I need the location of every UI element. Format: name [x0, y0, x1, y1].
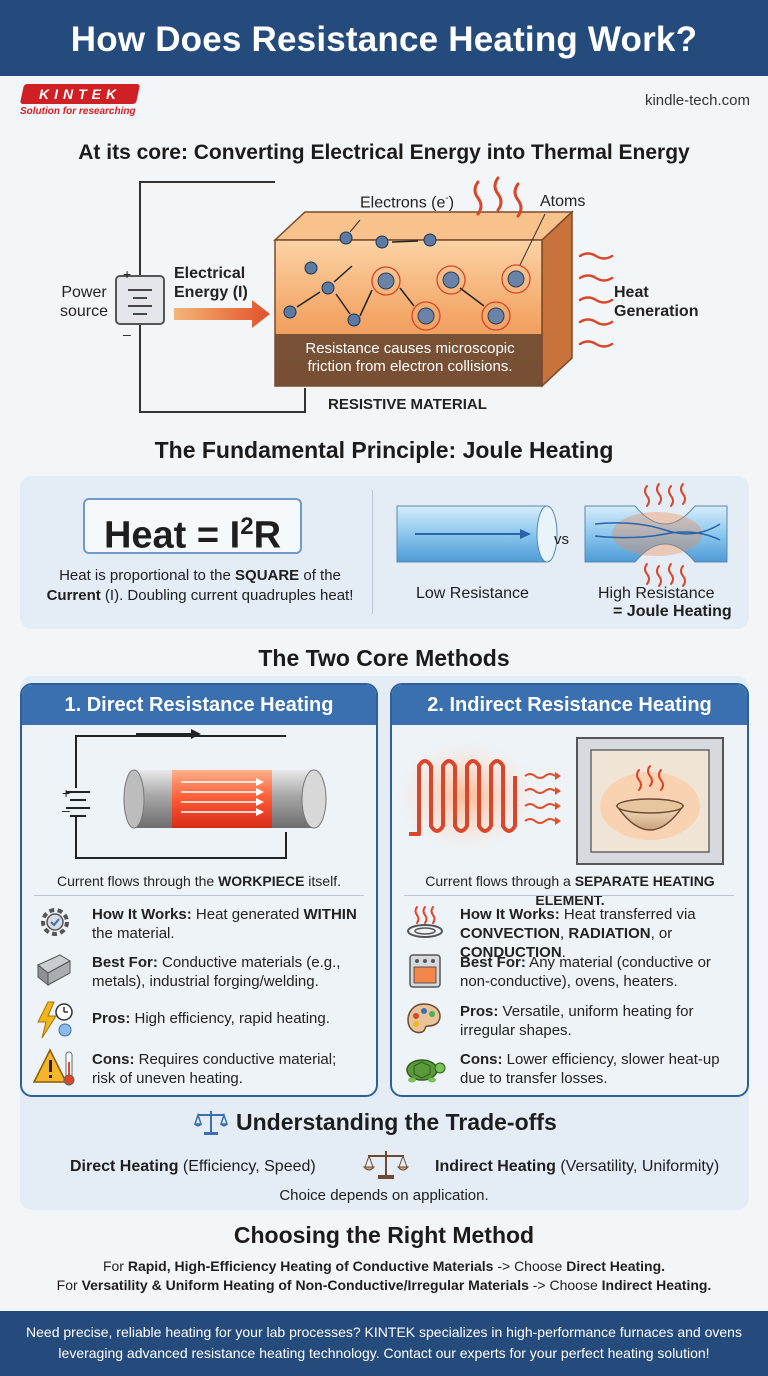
choosing-direct-line: For Rapid, High-Efficiency Heating of Co… — [102, 1258, 666, 1274]
direct-cons: Cons: Requires conductive material; risk… — [92, 1051, 337, 1087]
electrons-label: Electrons (e-) — [360, 193, 455, 212]
formula-box: Heat = I2R — [83, 498, 302, 557]
direct-pros: Pros: High efficiency, rapid heating. — [92, 1010, 330, 1027]
resistance-comparison-diagram — [396, 483, 728, 587]
kintek-logo: KINTEK — [19, 84, 141, 104]
resistive-material-label: RESISTIVE MATERIAL — [328, 396, 487, 413]
direct-divider — [34, 895, 364, 896]
page-title: How Does Resistance Heating Work? — [0, 0, 768, 76]
website-link[interactable]: kindle-tech.com — [644, 92, 750, 109]
tradeoff-indirect: Indirect Heating (Versatility, Uniformit… — [435, 1158, 720, 1175]
electrical-energy-label: Electrical Energy (I) — [174, 265, 248, 301]
balance-scale-icon — [193, 1111, 229, 1135]
indirect-cons: Cons: Lower efficiency, slower heat-up d… — [460, 1051, 720, 1087]
core-title: At its core: Converting Electrical Energ… — [78, 141, 690, 164]
indirect-best-for: Best For: Any material (conductive or no… — [460, 954, 711, 990]
methods-title: The Two Core Methods — [258, 645, 510, 671]
atoms-label: Atoms — [540, 193, 586, 210]
tagline: Solution for researching — [20, 106, 136, 117]
direct-caption: Current flows through the WORKPIECE itse… — [56, 873, 341, 889]
footer-cta: Need precise, reliable heating for your … — [0, 1311, 768, 1376]
lightning-clock-icon — [37, 1001, 73, 1039]
circuit-diagram — [115, 176, 614, 413]
joule-heating-label: = Joule Heating — [613, 603, 732, 620]
direct-heating-diagram — [66, 729, 327, 859]
direct-plus: + — [62, 785, 71, 801]
direct-minus: – — [62, 802, 70, 818]
minus-sign: – — [123, 326, 131, 342]
choosing-title: Choosing the Right Method — [233, 1222, 535, 1248]
warning-thermometer-icon — [32, 1048, 75, 1086]
tradeoff-note: Choice depends on application. — [279, 1187, 489, 1204]
oven-icon — [409, 954, 441, 988]
gear-icon — [41, 908, 69, 936]
friction-caption: Resistance causes microscopic friction f… — [305, 340, 515, 375]
indirect-pros: Pros: Versatile, uniform heating for irr… — [460, 1003, 694, 1039]
heat-transfer-icon — [407, 906, 443, 938]
joule-divider — [372, 490, 373, 614]
high-resistance-label: High Resistance — [598, 585, 715, 602]
vs-label: vs — [554, 531, 569, 548]
indirect-caption: Current flows through a SEPARATE HEATING… — [425, 873, 715, 908]
joule-description: Heat is proportional to the SQUARE of th… — [46, 567, 354, 604]
direct-heading: 1. Direct Resistance Heating — [22, 685, 376, 725]
direct-how-it-works: How It Works: Heat generated WITHIN the … — [92, 906, 357, 942]
tradeoffs-title: Understanding the Trade-offs — [236, 1109, 557, 1135]
direct-best-for: Best For: Conductive materials (e.g., me… — [92, 954, 341, 990]
power-source-label: Power source — [60, 284, 109, 320]
indirect-how-it-works: How It Works: Heat transferred via CONVE… — [460, 906, 696, 961]
tradeoff-direct: Direct Heating (Efficiency, Speed) — [70, 1158, 316, 1175]
indirect-heating-diagram — [397, 737, 724, 865]
direct-card: 1. Direct Resistance Heating — [20, 683, 378, 1097]
scale-icon — [362, 1151, 410, 1179]
joule-title: The Fundamental Principle: Joule Heating — [154, 437, 614, 463]
indirect-divider — [404, 895, 734, 896]
choosing-indirect-line: For Versatility & Uniform Heating of Non… — [56, 1277, 712, 1293]
low-resistance-label: Low Resistance — [416, 585, 529, 602]
indirect-heading: 2. Indirect Resistance Heating — [392, 685, 747, 725]
heat-generation-label: Heat Generation — [614, 284, 699, 320]
palette-icon — [407, 1003, 441, 1034]
metal-bar-icon — [37, 954, 72, 987]
turtle-icon — [406, 1059, 446, 1083]
plus-sign: + — [123, 266, 132, 282]
